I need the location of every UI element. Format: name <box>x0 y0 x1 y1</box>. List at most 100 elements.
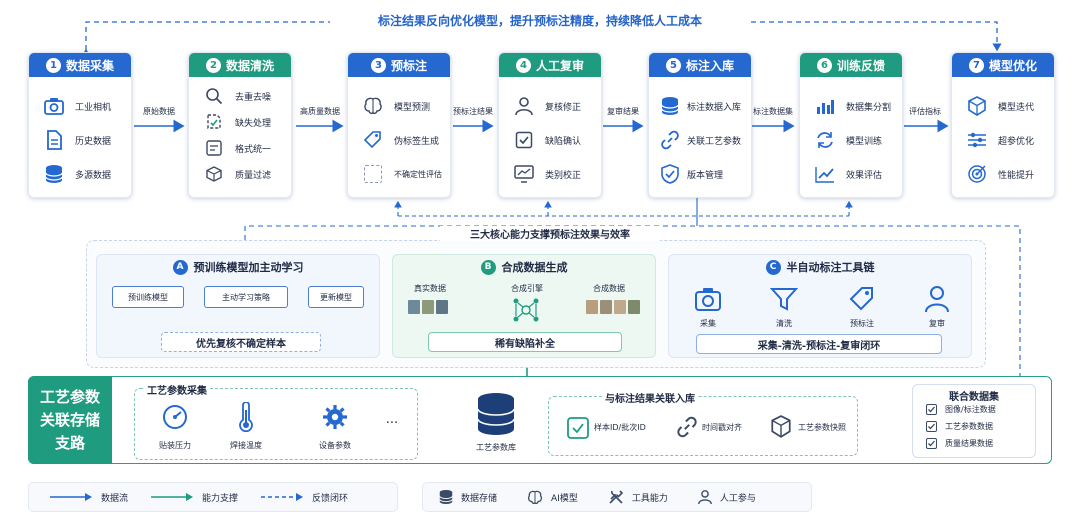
joint-dataset-item: 图像/标注数据 <box>926 404 996 415</box>
database-icon <box>43 163 65 185</box>
stage-title: 预标注 <box>390 58 427 73</box>
badge-a: A <box>172 259 188 275</box>
process-item-label: 设备参数 <box>319 441 351 450</box>
network-engine-icon <box>513 298 539 322</box>
item-label: 伪标签生成 <box>394 136 440 147</box>
tools-icon <box>609 490 623 504</box>
item-label: 质量过滤 <box>235 170 272 181</box>
document-icon <box>43 129 65 151</box>
monitor-chart-icon <box>513 163 535 185</box>
synthetic-image-thumb <box>586 300 598 314</box>
item-label: 工业相机 <box>75 102 112 113</box>
flow-label: 原始数据 <box>143 107 175 116</box>
process-item-label: 焊接温度 <box>230 441 262 450</box>
item-label: 去重去噪 <box>235 92 272 103</box>
legend-capability-support: 能力支撑 <box>150 491 238 504</box>
bar-chart-icon <box>814 95 836 117</box>
flow-label: 标注数据集 <box>753 107 793 116</box>
thermometer-icon <box>239 402 253 432</box>
stage-number: 1 <box>45 57 61 73</box>
item-label: 模型迭代 <box>998 102 1035 113</box>
checkbox-icon <box>513 129 535 151</box>
database-icon <box>439 490 453 504</box>
person-icon <box>513 95 535 117</box>
synthesis-engine-label: 合成引擎 <box>511 284 543 293</box>
legend-human-participation: 人工参与 <box>697 489 756 505</box>
dashed-box-icon <box>362 163 384 185</box>
item-label: 缺陷确认 <box>545 136 582 147</box>
real-image-thumb <box>408 300 420 314</box>
stage-number: 2 <box>205 57 221 73</box>
item-label: 多源数据 <box>75 170 112 181</box>
snapshot-cube-icon <box>771 415 791 438</box>
link-icon <box>677 416 697 438</box>
sliders-icon <box>966 129 988 151</box>
real-data-label: 真实数据 <box>414 284 446 293</box>
process-branch-title: 工艺参数 关联存储 支路 <box>28 376 112 464</box>
stage-title: 人工复审 <box>535 58 584 73</box>
badge-c: C <box>765 259 781 275</box>
item-label: 效果评估 <box>846 170 883 181</box>
person-icon <box>697 490 712 505</box>
trend-icon <box>814 163 836 185</box>
flow-label: 高质量数据 <box>300 107 340 116</box>
refresh-icon <box>814 129 836 151</box>
item-label: 版本管理 <box>687 170 724 181</box>
shield-check-icon <box>659 163 681 185</box>
step-preannotate-label: 预标注 <box>850 319 874 328</box>
tag-icon <box>362 129 384 151</box>
link-icon <box>659 129 681 151</box>
item-label: 标注数据入库 <box>687 102 742 113</box>
process-collection-box <box>134 388 418 460</box>
check-icon <box>926 404 937 415</box>
stage-number: 5 <box>665 57 681 73</box>
stage-data-collection[interactable]: 1 数据采集 工业相机 历史数据 多源数据 <box>28 52 132 198</box>
pretrained-model-box[interactable]: 预训练模型 <box>112 286 184 308</box>
stage-number: 7 <box>968 57 984 73</box>
format-icon <box>203 137 225 159</box>
pressure-gauge-icon <box>163 405 187 429</box>
missing-piece-icon <box>203 111 225 133</box>
legend-ai-model: AI模型 <box>527 490 578 505</box>
real-image-thumb <box>422 300 434 314</box>
process-item-label: 贴装压力 <box>159 441 191 450</box>
person-icon <box>925 286 949 313</box>
active-learning-box[interactable]: 主动学习策略 <box>204 286 288 308</box>
item-label: 历史数据 <box>75 136 112 147</box>
process-database-label: 工艺参数库 <box>476 443 516 452</box>
item-label: 缺失处理 <box>235 118 272 129</box>
synthetic-data-label: 合成数据 <box>593 284 625 293</box>
target-icon <box>966 163 988 185</box>
association-box <box>548 396 858 456</box>
legend-data-storage: 数据存储 <box>439 489 497 505</box>
item-label: 模型预测 <box>394 102 431 113</box>
legend-icons: 数据存储 AI模型 工具能力 人工参与 <box>422 482 812 512</box>
closed-loop-note: 采集-清洗-预标注-复审闭环 <box>696 334 942 354</box>
stage-title: 数据清洗 <box>225 58 274 73</box>
stage-title: 数据采集 <box>65 58 114 73</box>
check-icon <box>926 438 937 449</box>
stage-title: 标注入库 <box>685 58 734 73</box>
item-label: 超参优化 <box>998 136 1035 147</box>
synthetic-image-thumb <box>600 300 612 314</box>
association-item-label: 工艺参数快照 <box>798 423 846 432</box>
check-icon <box>926 421 937 432</box>
joint-dataset-list: 图像/标注数据 工艺参数数据 质量结果数据 <box>926 404 996 449</box>
sample-id-icon <box>567 417 589 439</box>
process-collection-title: 工艺参数采集 <box>144 382 210 397</box>
solid-blue-arrow-icon <box>50 493 92 501</box>
update-model-box[interactable]: 更新模型 <box>308 286 364 308</box>
stage-data-cleaning[interactable]: 2 数据清洗 去重去噪 缺失处理 格式统一 质量过滤 <box>188 52 292 198</box>
item-label: 格式统一 <box>235 144 272 155</box>
flow-label: 评估指标 <box>909 107 941 116</box>
cube-filter-icon <box>203 163 225 185</box>
brain-icon <box>362 95 384 117</box>
legend-data-flow: 数据流 <box>49 491 128 504</box>
database-icon <box>659 95 681 117</box>
joint-dataset-item: 质量结果数据 <box>926 438 996 449</box>
